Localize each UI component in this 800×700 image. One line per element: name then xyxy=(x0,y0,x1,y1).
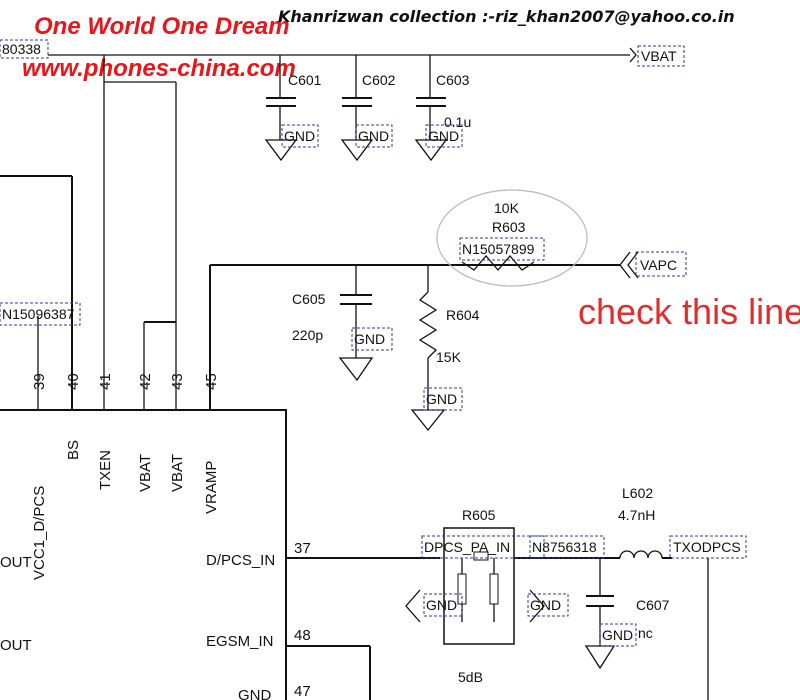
net-n8756318-label: N8756318 xyxy=(532,539,597,555)
c605-label: C605 xyxy=(292,291,326,307)
txodpcs-port-label: TXODPCS xyxy=(673,539,741,555)
ground-icon xyxy=(414,139,448,162)
vbat-rail xyxy=(48,54,630,410)
c602-label: C602 xyxy=(362,72,396,88)
ground-icon xyxy=(338,357,374,382)
r605-gnd-left-label: GND xyxy=(426,597,457,613)
pin-name-vbat-42: VBAT xyxy=(137,454,154,492)
pin-name-vcc1-dpcs: VCC1_D/PCS xyxy=(31,486,48,580)
pin-name-egsm-in: EGSM_IN xyxy=(206,633,274,650)
ground-icon xyxy=(340,139,374,162)
vbat-port-label: VBAT xyxy=(641,48,677,64)
pin-number-43: 43 xyxy=(169,373,186,390)
r603-value: 10K xyxy=(494,200,520,216)
r603-label: R603 xyxy=(492,219,526,235)
resistor-r604: R604 15K GND xyxy=(410,265,480,432)
c602-gnd-label: GND xyxy=(358,128,389,144)
r604-gnd-label: GND xyxy=(426,391,457,407)
left-wiring xyxy=(0,175,176,410)
ground-icon xyxy=(264,139,298,162)
c603-label: C603 xyxy=(436,72,470,88)
net-n8756318-box xyxy=(529,535,605,559)
collection-credit: Khanrizwan collection :-riz_khan2007@yah… xyxy=(278,7,735,26)
pin-name-dpcs-in: D/PCS_IN xyxy=(206,552,275,569)
capacitor-c605: C605 220p GND xyxy=(292,265,393,382)
pin-number-37: 37 xyxy=(294,540,311,557)
brand-slogan: One World One Dream xyxy=(34,13,290,40)
c605-value: 220p xyxy=(292,327,323,343)
ground-arrow-left-icon xyxy=(405,589,421,623)
c603-gnd-label: GND xyxy=(428,128,459,144)
net-n15057899-label: N15057899 xyxy=(462,241,535,257)
r604-value: 15K xyxy=(436,349,462,365)
l602-value: 4.7nH xyxy=(618,507,655,523)
net-dpcs-pa-in-label: DPCS_PA_IN xyxy=(424,539,510,555)
net-n15096387-label: N15096387 xyxy=(2,306,75,322)
pin-name-out-2: OUT xyxy=(0,637,32,654)
net-n15096387-box xyxy=(0,302,81,326)
inductor-l602: L602 4.7nH xyxy=(618,485,672,559)
r605-gnd-right-label: GND xyxy=(530,597,561,613)
pin-number-39: 39 xyxy=(31,373,48,390)
r605-gnd-right-box xyxy=(527,593,569,617)
pa-chip-outline xyxy=(0,409,287,700)
pin-number-45: 45 xyxy=(203,373,220,390)
c607-value: nc xyxy=(638,625,653,641)
pin-name-gnd: GND xyxy=(238,687,272,700)
c605-gnd-label: GND xyxy=(354,331,385,347)
r603-resistor xyxy=(461,255,535,271)
l602-label: L602 xyxy=(622,485,653,501)
pin-name-txen: TXEN xyxy=(97,450,114,490)
r605-value: 5dB xyxy=(458,669,483,685)
ground-arrow-right-icon xyxy=(529,589,545,623)
net-n80338-label: 80338 xyxy=(2,41,41,57)
pin-name-vbat-43: VBAT xyxy=(169,454,186,492)
net-n15057899-box xyxy=(459,237,545,261)
vapc-port-label: VAPC xyxy=(640,257,677,273)
net-n80338-box xyxy=(0,39,49,59)
pin-number-48: 48 xyxy=(294,627,311,644)
pin-number-47: 47 xyxy=(294,683,311,700)
c601-gnd-label: GND xyxy=(284,128,315,144)
pin-number-42: 42 xyxy=(137,373,154,390)
vapc-line xyxy=(209,251,639,410)
annotation-note: check this line xyxy=(578,291,800,332)
c603-value: 0.1u xyxy=(444,114,471,130)
net-dpcs-pa-in-box xyxy=(421,535,545,559)
capacitor-c602: C602 GND xyxy=(340,72,396,162)
ground-icon xyxy=(410,409,446,432)
capacitor-c603: C603 0.1u GND xyxy=(414,72,471,162)
brand-website: www.phones-china.com xyxy=(22,55,296,82)
pin-name-out-1: OUT xyxy=(0,554,32,571)
ground-icon xyxy=(584,645,616,670)
r603-highlight-ellipse xyxy=(436,189,588,287)
capacitor-c601: C601 GND xyxy=(264,72,322,162)
c601-label: C601 xyxy=(288,72,322,88)
pin-number-41: 41 xyxy=(97,373,114,390)
c607-gnd-label: GND xyxy=(602,627,633,643)
vapc-port-box xyxy=(635,251,687,277)
capacitor-c607: C607 GND nc xyxy=(584,558,670,670)
attenuator-r605: R605 5dB xyxy=(443,507,515,685)
pin-number-40: 40 xyxy=(65,373,82,390)
pin-name-bs: BS xyxy=(65,440,82,460)
pin-name-vramp: VRAMP xyxy=(203,461,220,514)
r605-label: R605 xyxy=(462,507,496,523)
c607-label: C607 xyxy=(636,597,670,613)
r604-label: R604 xyxy=(446,307,480,323)
vbat-port: VBAT xyxy=(629,45,685,67)
